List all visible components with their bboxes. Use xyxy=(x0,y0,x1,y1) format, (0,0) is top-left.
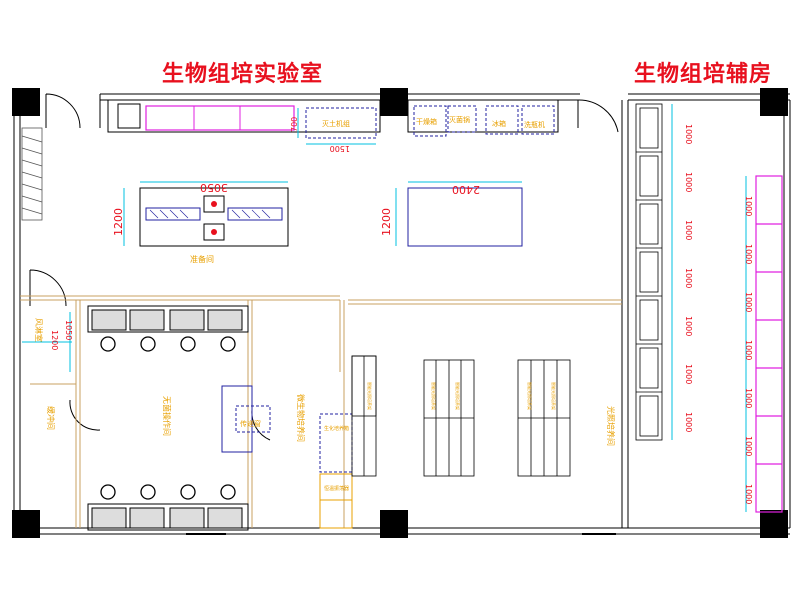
title-lab: 生物组培实验室 xyxy=(162,62,324,87)
rack-len-dim: 1000 xyxy=(744,388,753,408)
room-label-micro: 微生物培养间 xyxy=(296,394,306,442)
rack-len-dim: 1000 xyxy=(684,268,693,288)
incubator-label: 生化培养箱 xyxy=(324,425,349,432)
dryer-label: 干燥箱 xyxy=(416,117,437,126)
top-equipment xyxy=(305,105,555,139)
rack-len-dim: 1000 xyxy=(684,412,693,432)
prep-bench-len-dim: 3050 xyxy=(200,181,228,194)
prep-bench-wid-dim: 1200 xyxy=(112,208,125,236)
prep-bench-dims xyxy=(123,181,288,246)
fridge-label: 冰箱 xyxy=(492,119,506,128)
room-label-sterile: 无菌操作间 xyxy=(162,396,172,436)
culture-rack-label: 智能光照培养架 xyxy=(367,382,373,410)
rack-len-dim: 1000 xyxy=(744,292,753,312)
pass-box xyxy=(221,385,271,453)
fridge-box xyxy=(485,105,519,135)
mid-bench-wid-dim: 1200 xyxy=(380,208,393,236)
culture-rack-label: 智能光照培养架 xyxy=(431,382,437,410)
mid-bench xyxy=(395,181,523,247)
prep-bench xyxy=(139,187,289,247)
rack-len-dim: 1000 xyxy=(684,364,693,384)
culture-racks xyxy=(351,355,571,477)
soil-unit-dims xyxy=(297,108,376,145)
rack-len-dim: 1000 xyxy=(744,484,753,504)
top-counter xyxy=(107,99,559,133)
culture-rack-label: 智能光照培养架 xyxy=(551,382,557,410)
rack-len-dim: 1000 xyxy=(744,340,753,360)
mid-bench-len-dim: 2400 xyxy=(452,183,480,196)
room-label-light: 光照培养间 xyxy=(606,406,616,446)
wall-shelf xyxy=(21,127,43,221)
room-label-airlock: 风淋室 xyxy=(34,318,44,342)
culture-rack-label: 智能光照培养架 xyxy=(527,382,533,410)
wash-machine-box xyxy=(521,105,555,135)
chairs xyxy=(100,336,236,500)
rack-len-dim: 1000 xyxy=(684,172,693,192)
shaker-label: 恒温振荡器 xyxy=(324,485,349,492)
airlock-w-dim: 1200 xyxy=(50,330,59,350)
pass-box-label: 传递窗 xyxy=(240,419,261,428)
rack-len-dim: 1000 xyxy=(744,196,753,216)
soil-sterilizer-box xyxy=(305,107,377,139)
rack-len-dim: 1000 xyxy=(744,436,753,456)
airlock-d-dim: 1050 xyxy=(64,320,73,340)
wash-machine-label: 洗瓶机 xyxy=(524,120,545,129)
aux-left-cabinets xyxy=(635,103,663,441)
dryer-box xyxy=(413,105,447,137)
inner-partitions xyxy=(20,295,622,528)
structural-columns xyxy=(12,88,788,538)
clean-benches-bottom xyxy=(87,503,249,531)
title-aux-room: 生物组培辅房 xyxy=(634,62,773,87)
soil-unit-wid-dim: 700 xyxy=(290,117,299,132)
culture-rack-label: 智能光照培养架 xyxy=(455,382,461,410)
room-label-prep: 准备间 xyxy=(190,254,214,264)
rack-len-dim: 1000 xyxy=(684,220,693,240)
soil-unit-len-dim: 1500 xyxy=(330,144,350,153)
sterilizer-label: 灭菌锅 xyxy=(449,115,470,124)
top-equipment-labels: 灭土机组 干燥箱 灭菌锅 冰箱 洗瓶机 xyxy=(322,115,545,129)
airlock xyxy=(22,312,72,372)
room-label-buffer: 缓冲间 xyxy=(46,406,56,430)
rack-len-dim: 1000 xyxy=(744,244,753,264)
soil-sterilizer-label: 灭土机组 xyxy=(322,119,350,128)
aux-right-cabinets xyxy=(755,175,783,513)
rack-len-dim: 1000 xyxy=(684,124,693,144)
sterilizer-box xyxy=(447,105,477,133)
rack-len-dim: 1000 xyxy=(684,316,693,336)
clean-benches-top xyxy=(87,305,249,333)
